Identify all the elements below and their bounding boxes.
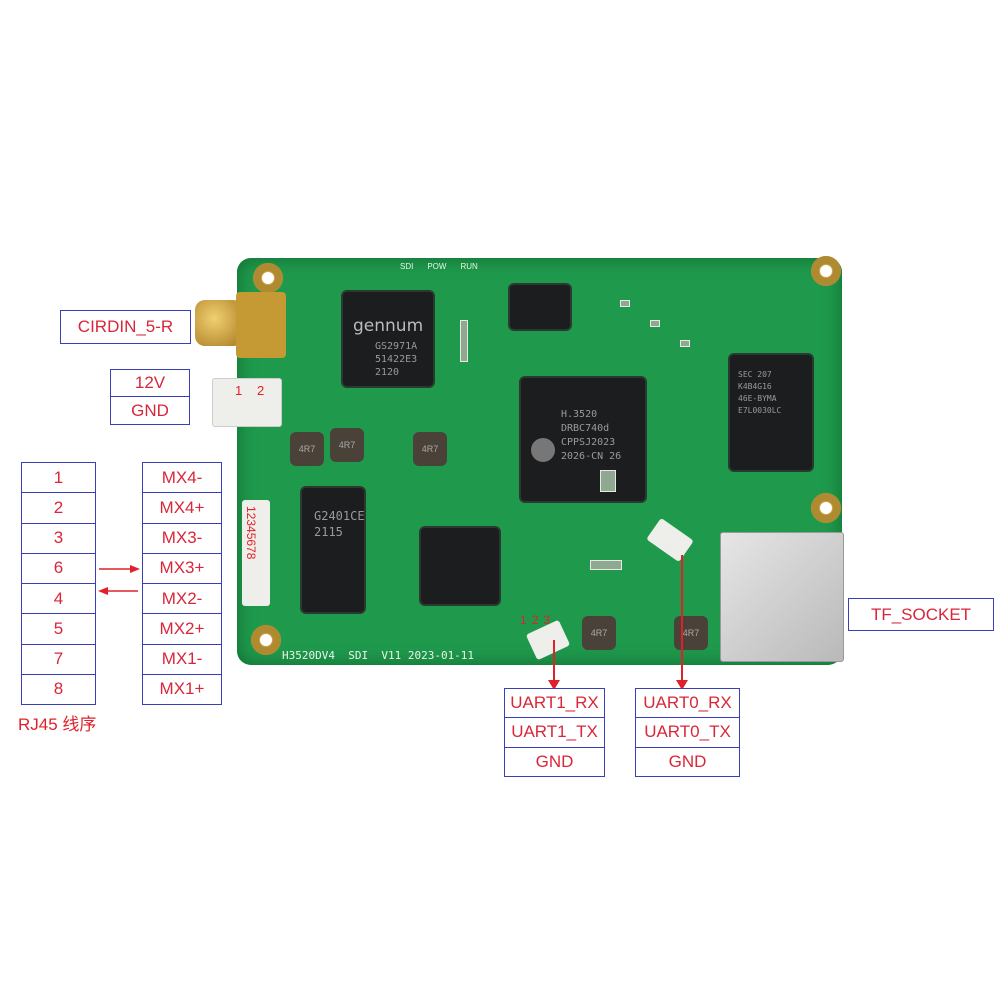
smd-component [680,340,690,347]
uart1-arrow-line [553,640,555,684]
smd-component [620,300,630,307]
hisilicon-logo-icon [531,438,555,462]
chip-marking: CPPSJ2023 [561,437,616,448]
rj45-signal: MX4- [143,463,221,494]
uart0-rx: UART0_RX [636,689,739,719]
swap-arrows-icon [98,565,140,595]
chip-marking: 46E-BYMA [738,394,777,403]
rj45-header-pins: 12345678 [244,506,258,560]
led-labels: SDI POW RUN [400,262,500,271]
ethernet-phy-chip [421,528,499,604]
sma-coax-connector [195,300,243,346]
mounting-hole [251,625,281,655]
chip-marking: K4B4G16 [738,382,772,391]
rj45-signal: MX2- [143,584,221,615]
uart-pin: 1 [520,613,527,627]
rj45-pin: 3 [22,524,95,554]
tf-socket-label: TF_SOCKET [848,598,994,631]
chip-marking: 51422E3 [375,354,418,365]
uart0-arrow-head-icon [676,680,688,690]
coax-connector-label: CIRDIN_5-R [60,310,191,344]
chip-marking: SEC 207 [738,370,772,379]
rj45-signal-table: MX4- MX4+ MX3- MX3+ MX2- MX2+ MX1- MX1+ [142,462,222,705]
ram-chip: SEC 207 K4B4G16 46E-BYMA E7L0030LC [730,355,812,470]
smd-component [590,560,622,570]
chip-marking: DRBC740d [561,423,610,434]
rj45-pin-table: 1 2 3 6 4 5 7 8 [21,462,96,705]
chip-marking: 2115 [314,525,343,539]
uart1-label-table: UART1_RX UART1_TX GND [504,688,605,777]
tf-card-socket [720,532,844,662]
rj45-pin: 8 [53,679,64,699]
rj45-signal: MX1- [143,645,221,675]
board-silkscreen-text: H3520DV4 SDI V11 2023-01-11 [282,649,475,662]
rj45-header-connector: 12345678 [242,500,270,606]
power-pin-12v: 12V [111,370,189,397]
smd-component [460,320,468,362]
uart1-arrow-head-icon [548,680,560,690]
rj45-signal: MX3+ [143,554,221,584]
ethernet-transformer: G2401CE 2115 [302,488,365,612]
chip-marking: H.3520 [561,409,598,420]
chip-marking: GS2971A [375,341,418,352]
smd-component [650,320,660,327]
uart0-label-table: UART0_RX UART0_TX GND [635,688,740,777]
inductor: 4R7 [413,432,447,466]
uart-pin: 3 [543,613,551,627]
uart0-gnd: GND [668,751,707,771]
inductor: 4R7 [674,616,708,650]
uart1-pin-numbers: 1 2 3 [520,613,550,627]
inductor: 4R7 [290,432,324,466]
flash-chip [510,285,570,329]
power-connector: 1 2 [212,378,282,427]
uart-pin: 2 [531,613,539,627]
inductor: 4R7 [582,616,616,650]
chip-marking: 2120 [375,367,400,378]
coax-label-text: CIRDIN_5-R [77,317,174,336]
led-sdi: SDI [400,262,414,271]
uart1-tx: UART1_TX [505,718,604,748]
inductor: 4R7 [330,428,364,462]
power-connector-label: 12V GND [110,369,190,425]
led-run: RUN [460,262,478,271]
chip-marking: G2401CE [314,509,365,523]
uart1-rx: UART1_RX [505,689,604,719]
chip-marking: E7L0030LC [738,406,782,415]
uart1-gnd: GND [535,751,574,771]
chip-marking: 2026-CN 26 [561,451,622,462]
rj45-signal: MX3- [143,524,221,554]
rj45-pin: 5 [22,614,95,645]
rj45-signal: MX4+ [143,493,221,524]
power-pin-gnd: GND [131,400,169,420]
rj45-caption: RJ45 线序 [18,715,97,734]
rj45-signal: MX2+ [143,614,221,645]
smd-component [600,470,616,492]
mounting-hole [811,493,841,523]
gennum-sdi-chip: gennum GS2971A 51422E3 2120 [343,292,433,386]
rj45-pin: 4 [22,584,95,615]
gennum-logo: gennum [353,316,424,336]
mounting-hole [811,256,841,286]
power-pin-2: 2 [257,383,265,398]
rj45-pin: 6 [22,554,95,584]
sma-coax-base [236,292,286,358]
led-pow: POW [427,262,447,271]
rj45-signal: MX1+ [159,679,205,699]
mounting-hole [253,263,283,293]
power-pin-1: 1 [235,383,243,398]
soc-chip: H.3520 DRBC740d CPPSJ2023 2026-CN 26 [521,378,645,501]
rj45-pin: 2 [22,493,95,524]
rj45-pin: 1 [22,463,95,494]
uart0-arrow-line [681,555,683,684]
uart0-tx: UART0_TX [636,718,739,748]
tf-socket-label-text: TF_SOCKET [870,604,972,624]
rj45-pin: 7 [22,645,95,675]
